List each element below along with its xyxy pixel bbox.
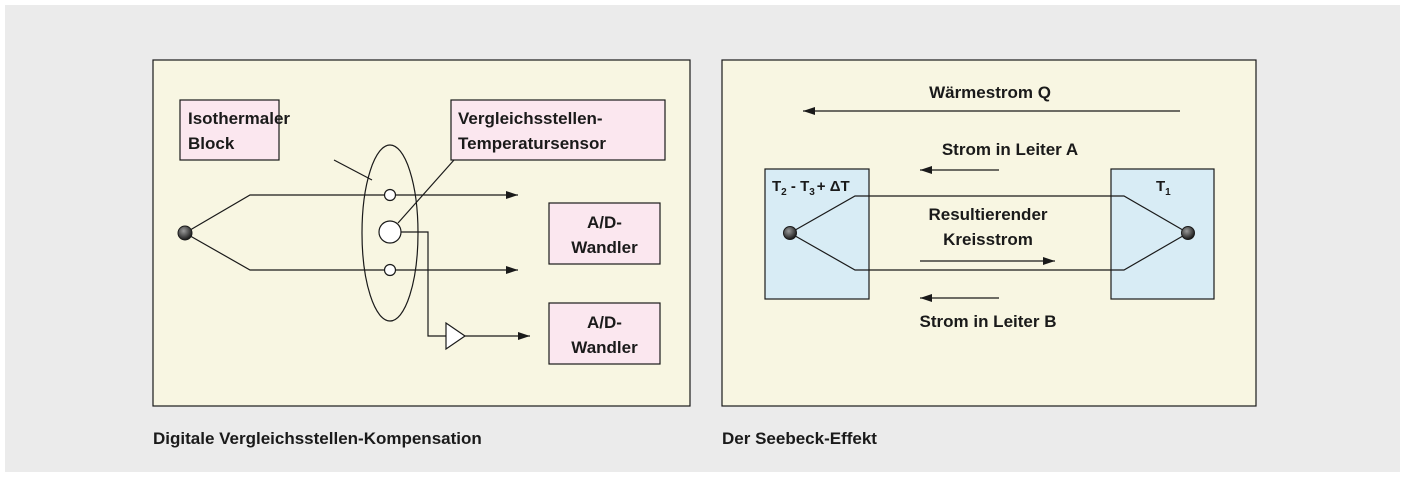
sensor-signal-wire (401, 231, 446, 337)
adc-2-line2: Wandler (571, 338, 638, 357)
measurement-junction (177, 225, 193, 241)
measurement-block-label: T1 (1156, 178, 1171, 198)
left-caption: Digitale Vergleichsstellen-Kompensation (153, 429, 482, 448)
reference-block-label: T2 - T3+ ΔT (772, 178, 850, 198)
heat-flow-label: Wärmestrom Q (929, 83, 1051, 102)
adc-1-line1: A/D- (587, 213, 622, 232)
measurement-block (1110, 168, 1215, 300)
isothermal-label-line1: Isothermaler (188, 109, 290, 128)
adc-1-line2: Wandler (571, 238, 638, 257)
circuit-current-line1: Resultierender (928, 205, 1047, 224)
sensor-label-box (450, 99, 666, 161)
seebeck-diagram: Wärmestrom Q Strom in Leiter A T2 - T3+ … (721, 59, 1257, 448)
right-caption: Der Seebeck-Effekt (722, 429, 877, 448)
terminal-upper (383, 188, 397, 202)
cold-junction-diagram: Isothermaler Block Vergleichsstellen- Te… (152, 59, 691, 448)
adc-2-line1: A/D- (587, 313, 622, 332)
junction-right (1181, 226, 1195, 240)
current-a-label: Strom in Leiter A (942, 140, 1078, 159)
sensor-label-line1: Vergleichsstellen- (458, 109, 603, 128)
isothermal-block-ellipse (361, 144, 419, 322)
amplifier-triangle (445, 321, 467, 351)
circuit-current-line2: Kreisstrom (943, 230, 1033, 249)
current-b-label: Strom in Leiter B (920, 312, 1057, 331)
thermocouple-wire-upper (184, 191, 518, 234)
thermocouple-wire-lower (184, 232, 518, 274)
isothermal-pointer (333, 159, 373, 181)
conductor-a (789, 195, 1189, 234)
sensor-pointer (397, 159, 455, 224)
reference-block (764, 168, 870, 300)
terminal-lower (383, 263, 397, 277)
adc-box-1 (548, 202, 661, 265)
sensor-label-line2: Temperatursensor (458, 134, 606, 153)
temperature-sensor (378, 220, 402, 244)
adc-box-2 (548, 302, 661, 365)
conductor-b (789, 232, 1189, 271)
junction-left (783, 226, 797, 240)
isothermal-label-line2: Block (188, 134, 235, 153)
isothermal-label-box (179, 99, 280, 161)
